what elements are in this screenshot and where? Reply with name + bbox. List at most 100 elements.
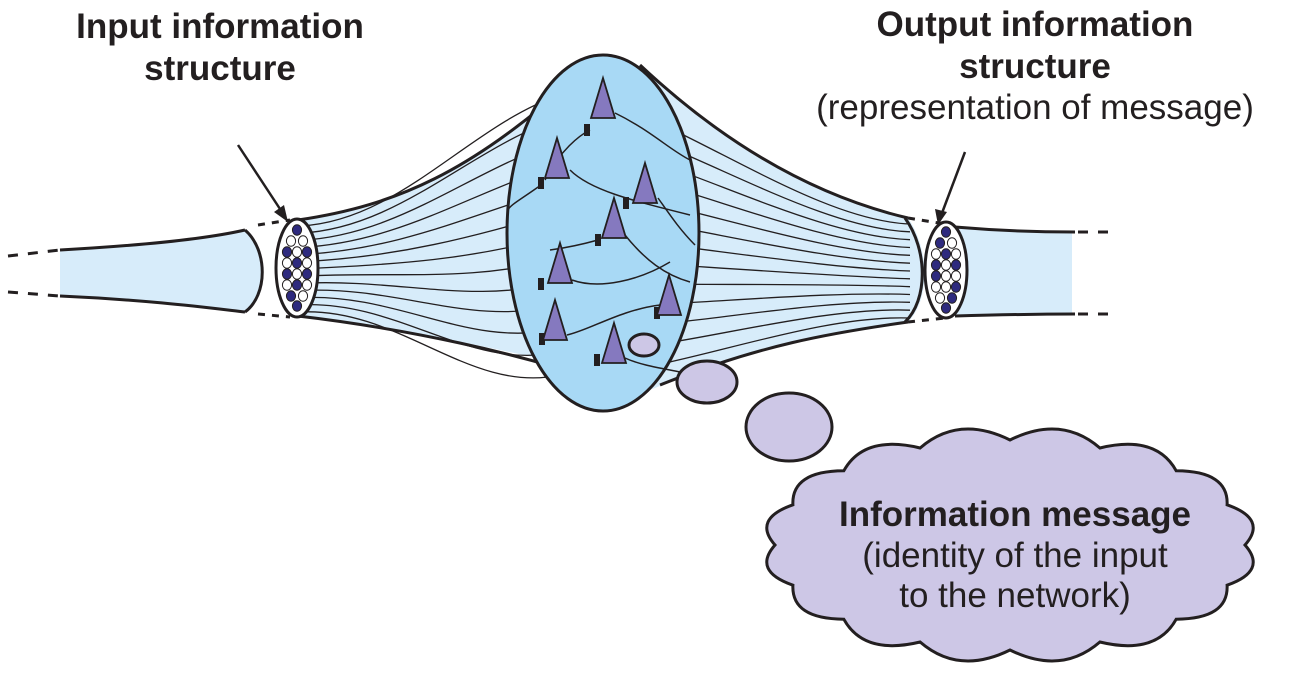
circle-dot-icon bbox=[930, 270, 942, 282]
output-tube-bottom-edge bbox=[954, 312, 1076, 318]
axon-line bbox=[614, 112, 691, 161]
circle-dot-icon bbox=[291, 300, 303, 312]
circle-dot-icon bbox=[940, 248, 952, 260]
thought-bubble-small bbox=[675, 359, 739, 405]
neuron-icon bbox=[655, 271, 683, 316]
circle-dot-icon bbox=[281, 257, 293, 269]
neuron-icon bbox=[600, 194, 628, 239]
synapse-bar-icon bbox=[539, 333, 545, 345]
circle-dot-icon bbox=[285, 290, 297, 302]
circle-dot-icon bbox=[940, 281, 952, 293]
input-gap-dash-bottom bbox=[257, 312, 291, 319]
circle-dot-icon bbox=[950, 270, 962, 282]
input-dots bbox=[281, 224, 313, 312]
neuron-icon bbox=[543, 134, 571, 179]
circle-dot-icon bbox=[291, 268, 303, 280]
axon-line bbox=[507, 184, 542, 211]
circle-dot-icon bbox=[934, 292, 946, 304]
circle-dot-icon bbox=[940, 226, 952, 238]
circle-dot-icon bbox=[930, 281, 942, 293]
circle-dot-icon bbox=[950, 281, 962, 293]
neuron-icon bbox=[589, 74, 617, 119]
output-label: Output information structure (representa… bbox=[780, 4, 1290, 128]
input-arrow bbox=[236, 144, 288, 222]
axon-line bbox=[571, 261, 671, 285]
circle-dot-icon bbox=[281, 279, 293, 291]
input-arrow-shaft bbox=[236, 144, 284, 213]
input-tube-top-edge bbox=[59, 228, 246, 252]
message-label-line1: (identity of the input bbox=[862, 536, 1168, 575]
input-gap-dash-top bbox=[257, 218, 291, 227]
output-dots bbox=[930, 226, 962, 314]
axon-line bbox=[657, 197, 696, 246]
neuron-icon bbox=[541, 296, 569, 341]
thought-bubble-tiny bbox=[627, 332, 661, 358]
circle-dot-icon bbox=[291, 279, 303, 291]
synapse-bar-icon bbox=[538, 278, 544, 290]
circle-dot-icon bbox=[946, 292, 958, 304]
input-tube-dash-bottom bbox=[7, 290, 61, 298]
output-arrow-head bbox=[935, 209, 947, 225]
input-label-line1: Input information bbox=[76, 7, 364, 46]
thought-bubble-medium bbox=[744, 391, 834, 463]
input-cross-section bbox=[274, 217, 320, 319]
output-label-line2: structure bbox=[959, 47, 1111, 86]
funnel-right-top-outline bbox=[638, 63, 909, 220]
circle-dot-icon bbox=[301, 257, 313, 269]
input-label-line2: structure bbox=[144, 49, 296, 88]
output-tube-top-edge bbox=[954, 225, 1076, 234]
circle-dot-icon bbox=[950, 259, 962, 271]
neuron-icon bbox=[631, 159, 659, 204]
output-label-line3: (representation of message) bbox=[816, 88, 1254, 127]
output-arrow-shaft bbox=[940, 151, 967, 214]
circle-dot-icon bbox=[291, 257, 303, 269]
funnel-right bbox=[640, 65, 925, 390]
axon-line bbox=[549, 239, 599, 251]
input-label: Input information structure bbox=[30, 6, 410, 90]
message-label-title: Information message bbox=[838, 495, 1192, 534]
circle-dot-icon bbox=[301, 279, 313, 291]
neuron-icon bbox=[600, 319, 628, 364]
input-tube-end bbox=[243, 228, 264, 314]
thought-bubbles bbox=[627, 332, 1255, 663]
synapse-bar-icon bbox=[623, 197, 629, 209]
circle-dot-icon bbox=[930, 259, 942, 271]
synapse-bar-icon bbox=[595, 234, 601, 246]
input-tube bbox=[7, 228, 264, 314]
circle-dot-icon bbox=[950, 248, 962, 260]
circle-dot-icon bbox=[291, 246, 303, 258]
neuron-icon bbox=[546, 239, 574, 284]
input-tube-dash-top bbox=[7, 248, 61, 258]
circle-dot-icon bbox=[285, 235, 297, 247]
synapse-bar-icon bbox=[538, 177, 544, 189]
message-label: Information message (identity of the inp… bbox=[790, 494, 1240, 616]
output-end-curve bbox=[903, 217, 924, 324]
circle-dot-icon bbox=[281, 246, 293, 258]
axon-line bbox=[624, 357, 681, 373]
circle-dot-icon bbox=[281, 268, 293, 280]
axon-line bbox=[569, 169, 691, 216]
input-arrow-head bbox=[274, 205, 288, 222]
output-arrow bbox=[935, 151, 967, 225]
circle-dot-icon bbox=[940, 270, 952, 282]
output-tube-body bbox=[955, 227, 1072, 316]
output-label-line1: Output information bbox=[876, 5, 1194, 44]
output-gap-dash-bottom bbox=[907, 316, 946, 324]
circle-dot-icon bbox=[297, 235, 309, 247]
neurons bbox=[541, 74, 683, 364]
axon-line bbox=[624, 234, 691, 283]
output-cross-section bbox=[923, 220, 969, 320]
circle-dot-icon bbox=[291, 224, 303, 236]
input-tube-bottom-edge bbox=[59, 294, 246, 314]
input-tube-body bbox=[60, 230, 263, 312]
output-tube bbox=[257, 216, 1115, 324]
circle-dot-icon bbox=[301, 246, 313, 258]
message-cloud bbox=[765, 427, 1255, 663]
circle-dot-icon bbox=[934, 237, 946, 249]
circle-dot-icon bbox=[946, 237, 958, 249]
circle-dot-icon bbox=[930, 248, 942, 260]
circle-dot-icon bbox=[940, 259, 952, 271]
circle-dot-icon bbox=[940, 302, 952, 314]
message-label-line2: to the network) bbox=[899, 576, 1131, 615]
